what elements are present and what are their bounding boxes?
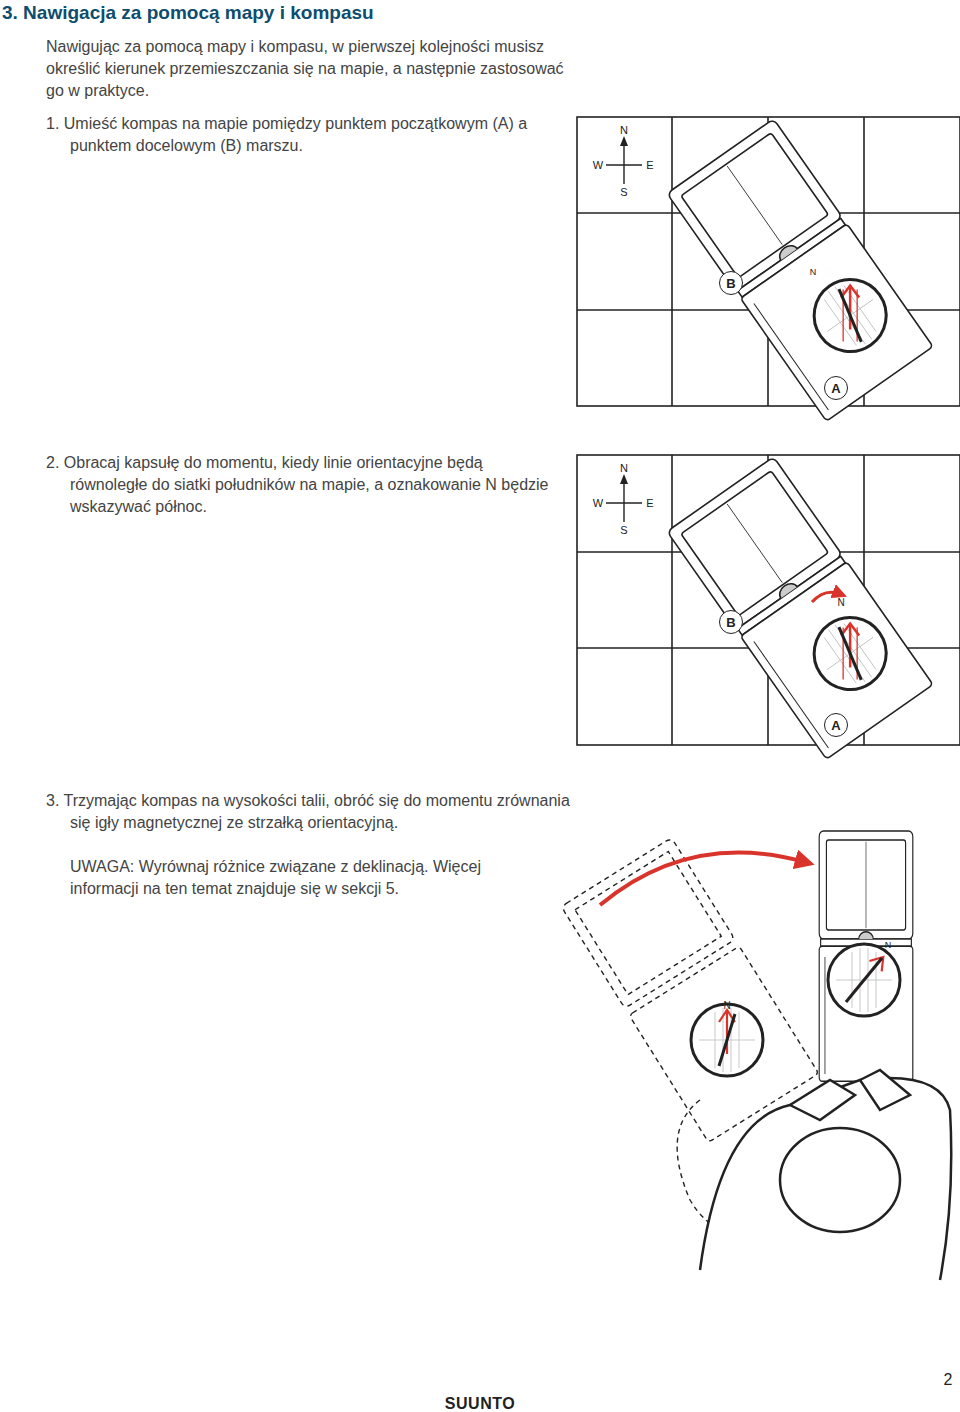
- note-text: UWAGA: Wyrównaj różnice związane z dekli…: [70, 856, 546, 900]
- brand-logo: SUUNTO: [445, 1396, 515, 1412]
- point-letter: B: [726, 616, 735, 629]
- compass-rose-letter: W: [593, 498, 603, 509]
- step-text: 3. Trzymając kompas na wysokości talii, …: [46, 790, 570, 834]
- bezel-letter: N: [723, 1001, 730, 1011]
- compass-rose-letter: W: [593, 160, 603, 171]
- point-marker: A: [824, 713, 848, 737]
- point-letter: A: [831, 719, 840, 732]
- bezel-letter: N: [837, 598, 844, 608]
- page-number: 2: [944, 1372, 953, 1388]
- compass-rose-letter: N: [620, 125, 628, 136]
- page-title: 3. Nawigacja za pomocą mapy i kompasu: [2, 0, 562, 26]
- bezel-letter: N: [885, 941, 892, 950]
- step-text: 1. Umieść kompas na mapie pomiędzy punkt…: [46, 113, 550, 157]
- point-marker: B: [719, 271, 743, 295]
- compass-rose-letter: E: [646, 498, 653, 509]
- point-marker: B: [719, 610, 743, 634]
- compass-rose-letter: E: [646, 160, 653, 171]
- intro-text: Nawigując za pomocą mapy i kompasu, w pi…: [46, 36, 566, 102]
- compass-rose-letter: N: [620, 463, 628, 474]
- compass-rose-letter: S: [620, 525, 627, 536]
- bezel-letter: N: [810, 268, 817, 277]
- point-marker: A: [824, 376, 848, 400]
- point-letter: A: [831, 382, 840, 395]
- step-text: 2. Obracaj kapsułę do momentu, kiedy lin…: [46, 452, 560, 518]
- point-letter: B: [726, 277, 735, 290]
- compass-rose-letter: S: [620, 187, 627, 198]
